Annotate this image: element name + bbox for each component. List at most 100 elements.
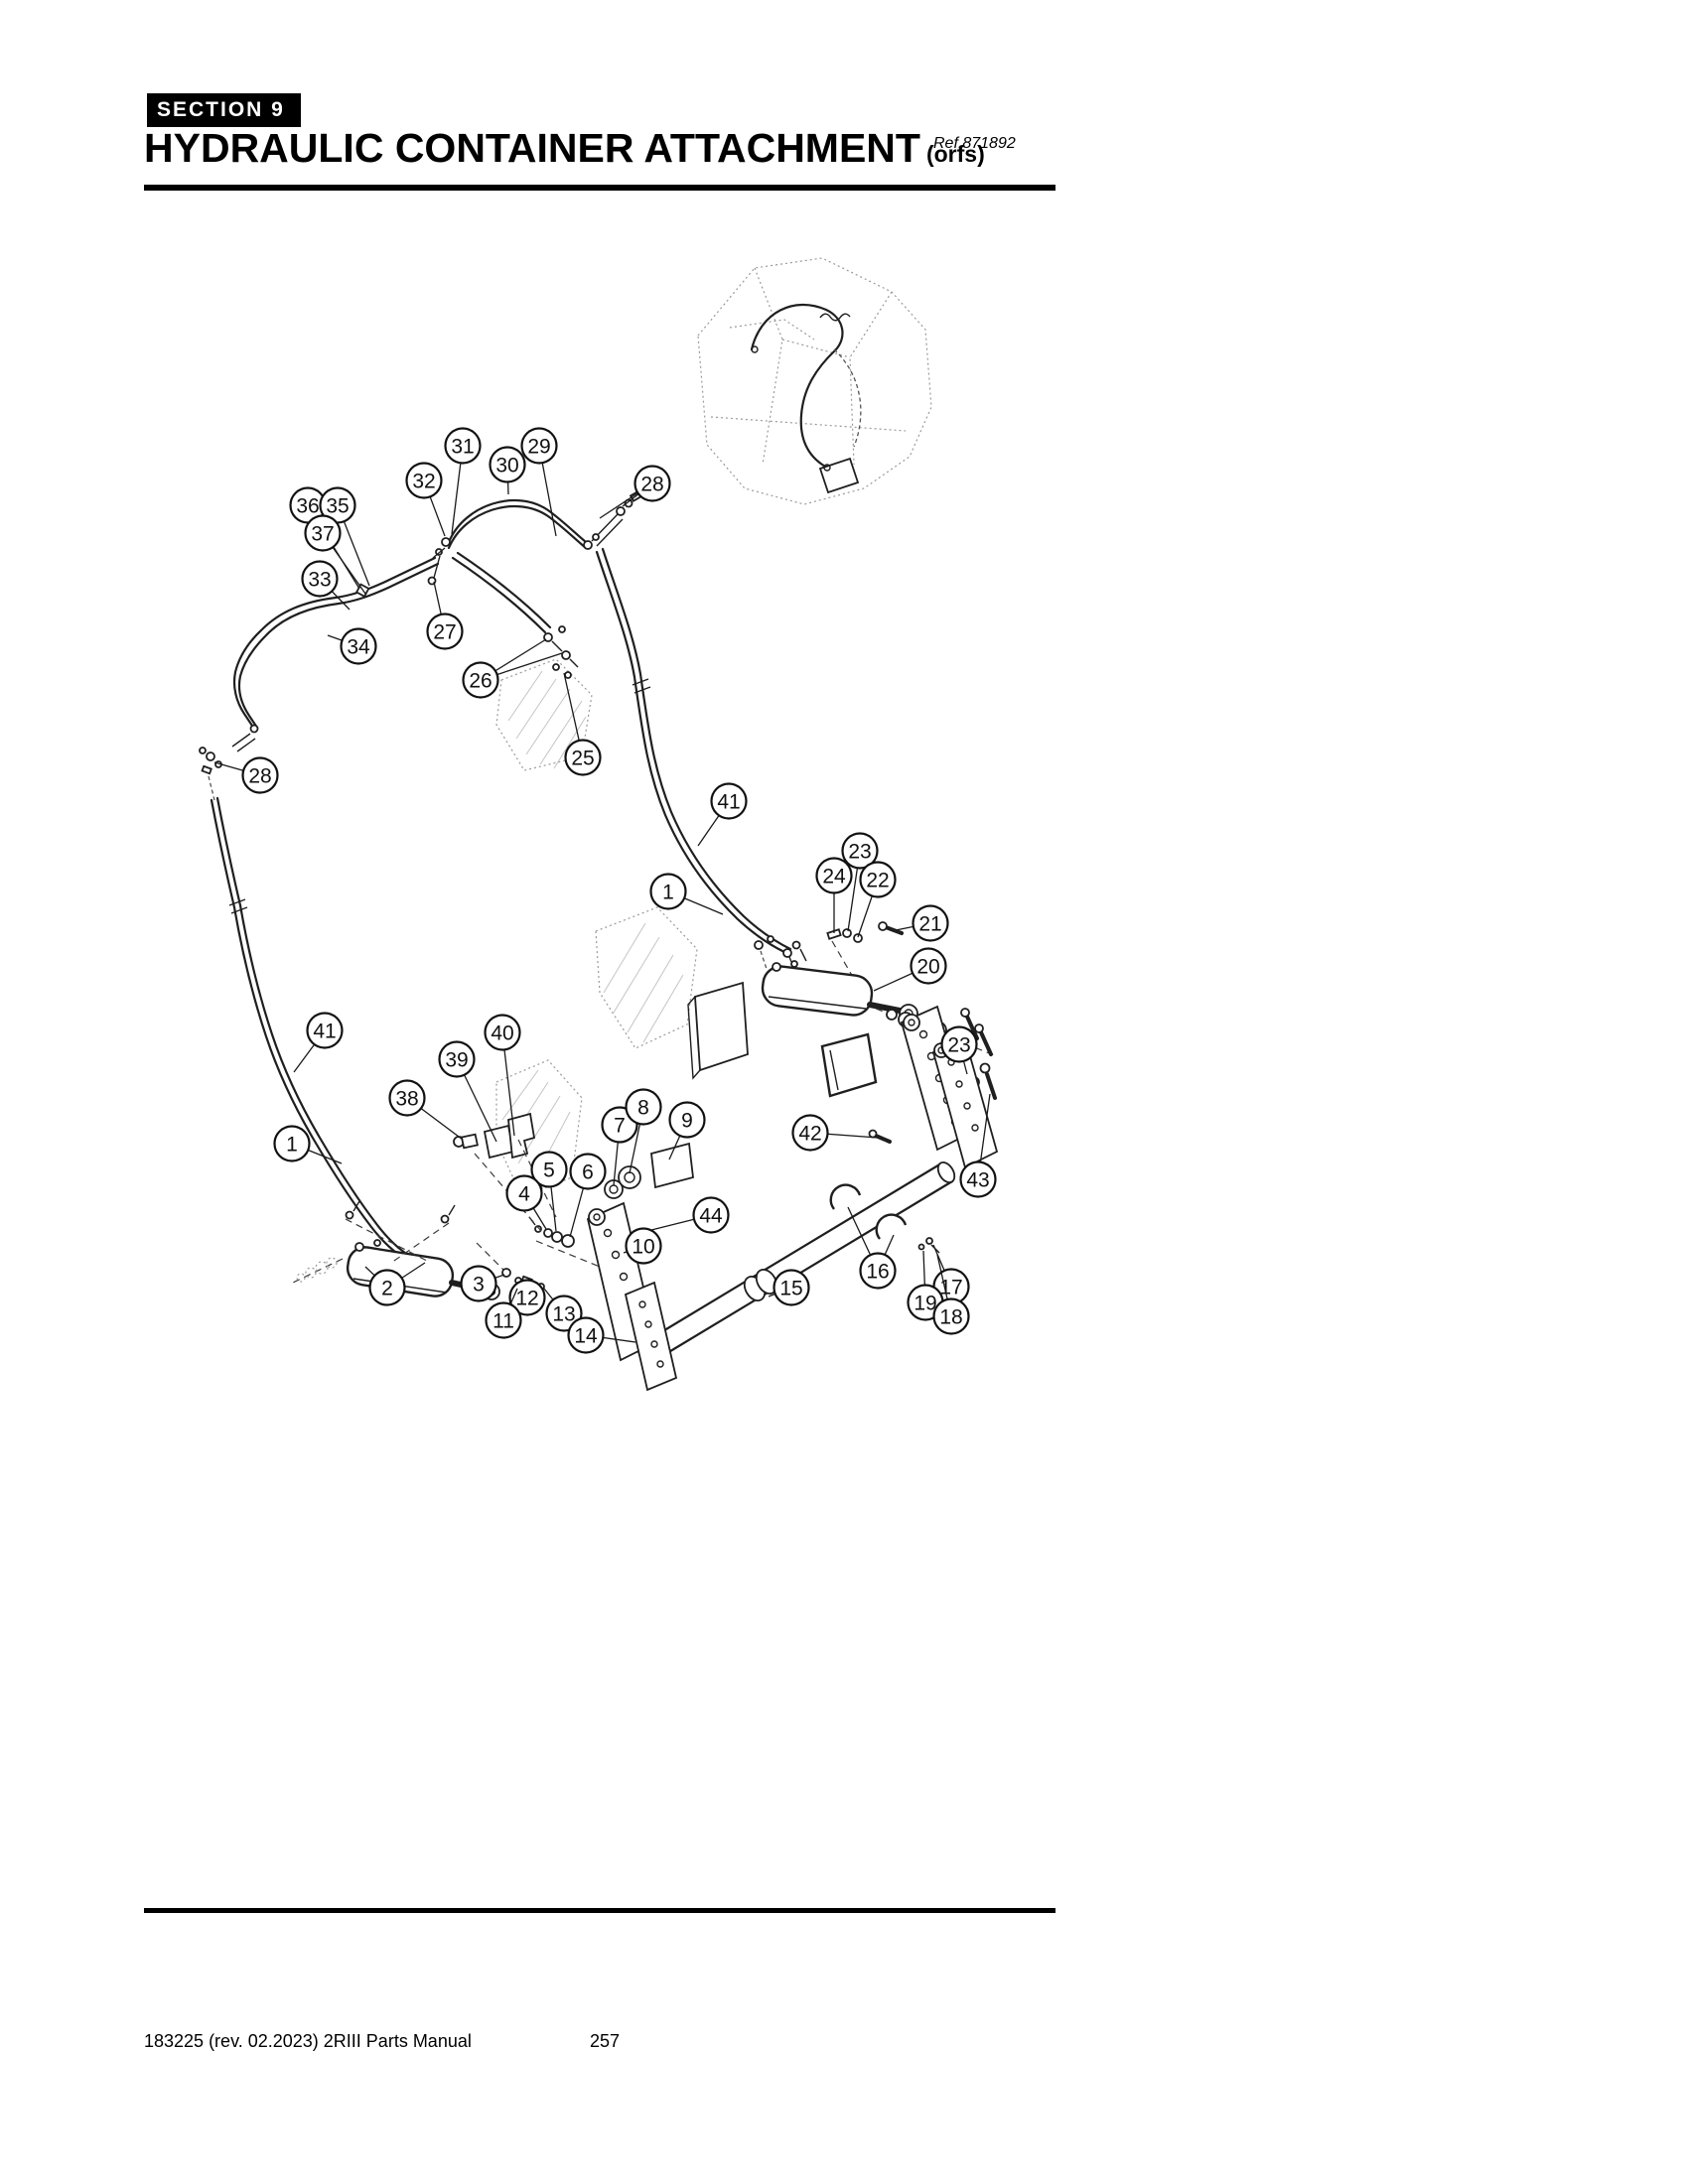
svg-text:32: 32 <box>412 471 435 493</box>
callout-28: 28 <box>599 465 671 519</box>
callout-42: 42 <box>791 1114 879 1152</box>
svg-text:18: 18 <box>939 1306 962 1329</box>
header-rule <box>144 185 1055 191</box>
callout-43: 43 <box>959 1093 997 1198</box>
svg-text:2: 2 <box>381 1278 393 1300</box>
callout-26: 26 <box>462 638 563 699</box>
page-title-suffix: (orfs) <box>925 141 985 167</box>
svg-text:30: 30 <box>495 455 518 478</box>
svg-text:8: 8 <box>637 1097 649 1120</box>
callout-1: 1 <box>649 873 724 915</box>
callout-15: 15 <box>768 1269 810 1306</box>
callout-31: 31 <box>444 427 482 535</box>
callout-9: 9 <box>668 1101 706 1160</box>
svg-text:28: 28 <box>640 474 663 496</box>
svg-text:41: 41 <box>717 791 740 814</box>
svg-text:1: 1 <box>662 882 674 904</box>
bracket-plates-left <box>528 1142 694 1392</box>
page-title: HYDRAULIC CONTAINER ATTACHMENT(orfs) <box>144 125 985 172</box>
callout-23: 23 <box>841 832 879 932</box>
callout-2: 2 <box>364 1262 426 1306</box>
section-label: SECTION 9 <box>147 93 301 127</box>
svg-text:7: 7 <box>614 1115 626 1138</box>
svg-text:1: 1 <box>286 1134 298 1157</box>
callout-25: 25 <box>563 672 602 776</box>
svg-text:4: 4 <box>518 1183 530 1206</box>
hatch-regions <box>495 658 698 1198</box>
svg-text:36: 36 <box>296 495 319 518</box>
svg-text:37: 37 <box>311 523 334 546</box>
callout-5: 5 <box>530 1151 568 1232</box>
svg-text:27: 27 <box>433 621 456 644</box>
svg-text:38: 38 <box>395 1088 418 1111</box>
svg-text:10: 10 <box>632 1236 654 1259</box>
svg-text:41: 41 <box>313 1021 336 1043</box>
machine-inset <box>697 257 932 505</box>
callout-8: 8 <box>625 1088 662 1174</box>
svg-text:11: 11 <box>492 1310 514 1333</box>
left-cylinder-assembly <box>292 1200 545 1307</box>
callout-33: 33 <box>301 560 351 611</box>
callout-24: 24 <box>815 857 853 933</box>
callout-18: 18 <box>932 1254 970 1335</box>
svg-text:3: 3 <box>473 1274 485 1297</box>
callout-1: 1 <box>273 1125 343 1164</box>
svg-text:12: 12 <box>515 1288 538 1310</box>
page-title-text: HYDRAULIC CONTAINER ATTACHMENT <box>144 125 920 171</box>
callout-23: 23 <box>940 1025 978 1075</box>
callout-40: 40 <box>484 1014 521 1137</box>
callout-38: 38 <box>388 1079 464 1141</box>
callout-20: 20 <box>873 947 947 992</box>
reference-number: Ref.871892 <box>933 135 1016 152</box>
callout-22: 22 <box>857 861 897 938</box>
callout-32: 32 <box>405 462 446 537</box>
svg-text:23: 23 <box>947 1034 970 1057</box>
svg-text:33: 33 <box>308 569 331 592</box>
svg-text:29: 29 <box>527 436 550 459</box>
svg-text:44: 44 <box>699 1205 723 1228</box>
mount-parts <box>453 1112 557 1232</box>
callout-3: 3 <box>460 1265 505 1302</box>
callout-41: 41 <box>293 1012 344 1073</box>
svg-text:14: 14 <box>574 1325 598 1348</box>
svg-text:28: 28 <box>248 765 271 788</box>
callout-34: 34 <box>327 627 377 665</box>
svg-text:6: 6 <box>582 1161 594 1184</box>
callout-37: 37 <box>304 514 366 595</box>
svg-text:19: 19 <box>914 1293 936 1315</box>
svg-text:40: 40 <box>491 1023 513 1045</box>
callout-39: 39 <box>438 1040 497 1143</box>
svg-text:24: 24 <box>822 866 846 888</box>
hose-lines <box>210 498 792 1257</box>
svg-text:42: 42 <box>798 1123 821 1146</box>
svg-text:31: 31 <box>451 436 474 459</box>
svg-text:13: 13 <box>552 1303 575 1326</box>
callout-27: 27 <box>426 581 464 650</box>
svg-text:9: 9 <box>681 1110 693 1133</box>
callout-11: 11 <box>485 1288 522 1339</box>
torque-tube <box>636 1161 956 1364</box>
svg-text:34: 34 <box>347 636 370 659</box>
callout-14: 14 <box>567 1316 636 1354</box>
svg-text:20: 20 <box>916 956 939 979</box>
svg-text:15: 15 <box>779 1278 802 1300</box>
callout-6: 6 <box>569 1153 607 1238</box>
svg-text:39: 39 <box>445 1049 468 1072</box>
callout-44: 44 <box>646 1196 730 1234</box>
callout-10: 10 <box>623 1227 662 1265</box>
callout-30: 30 <box>489 446 526 495</box>
svg-text:26: 26 <box>469 670 492 693</box>
callout-16: 16 <box>847 1206 897 1290</box>
footer-page-number: 257 <box>590 2031 621 2051</box>
svg-text:23: 23 <box>848 841 871 864</box>
svg-text:22: 22 <box>866 870 889 892</box>
bracket-plates-right <box>868 1005 999 1169</box>
svg-text:16: 16 <box>866 1261 889 1284</box>
svg-text:43: 43 <box>966 1169 989 1192</box>
svg-text:21: 21 <box>918 913 941 936</box>
svg-text:5: 5 <box>543 1160 555 1182</box>
callout-29: 29 <box>520 427 558 537</box>
